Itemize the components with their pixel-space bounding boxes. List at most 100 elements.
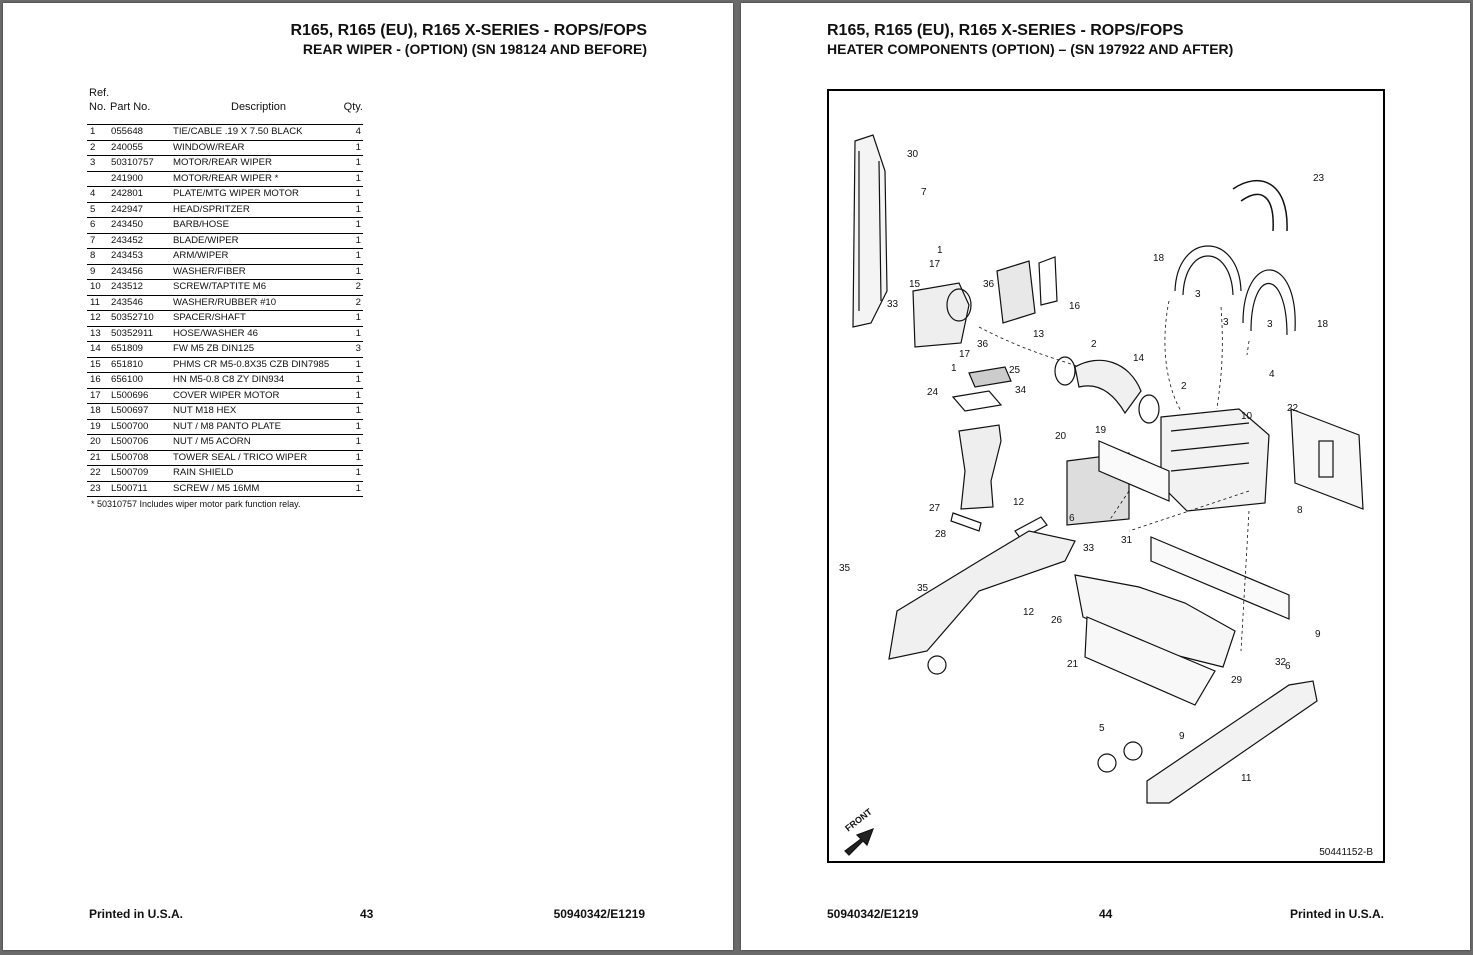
description-cell: TIE/CABLE .19 X 7.50 BLACK: [173, 126, 303, 137]
callout-label: 7: [921, 187, 927, 198]
callout-label: 3: [1223, 317, 1229, 328]
housing-part-15: [912, 282, 970, 348]
callout-label: 2: [1181, 381, 1187, 392]
ref-cell: 2: [90, 141, 96, 153]
callout-label: 20: [1055, 431, 1067, 442]
ref-cell: 15: [90, 358, 101, 370]
callout-label: 22: [1287, 403, 1299, 414]
callout-label: 9: [1179, 731, 1185, 742]
description-cell: MOTOR/REAR WIPER: [173, 157, 272, 168]
qty-cell: 1: [355, 250, 361, 261]
ref-cell: 4: [90, 188, 96, 199]
description-cell: WINDOW/REAR: [173, 141, 245, 153]
callout-label: 35: [917, 583, 929, 594]
heater-core-part-10: [1160, 408, 1270, 512]
qty-cell: 1: [355, 312, 361, 323]
callout-label: 6: [1285, 661, 1291, 672]
description-cell: FW M5 ZB DIN125: [173, 343, 255, 354]
ref-cell: 8: [90, 250, 96, 261]
callout-label: 5: [1099, 723, 1105, 734]
right-footer-printed: Printed in U.S.A.: [1289, 907, 1384, 921]
duct-part-30: [852, 134, 888, 328]
hose-part-18-right: [1242, 269, 1296, 336]
callout-label: 21: [1067, 659, 1079, 670]
qty-cell: 1: [355, 374, 361, 385]
intake-part-27: [958, 424, 1002, 510]
part-number-cell: 651810: [111, 358, 144, 370]
ref-cell: 13: [90, 327, 101, 339]
callout-label: 35: [839, 563, 851, 574]
description-cell: BARB/HOSE: [173, 219, 229, 230]
ref-cell: 22: [90, 467, 101, 478]
callout-label: 4: [1269, 369, 1275, 380]
callout-label: 15: [909, 279, 921, 290]
ref-cell: 16: [90, 374, 101, 385]
ref-cell: 9: [90, 265, 96, 277]
description-cell: ARM/WIPER: [173, 250, 229, 261]
hose-part-18-left: [1174, 245, 1242, 296]
callout-label: 18: [1153, 253, 1165, 264]
left-page-title: R165, R165 (EU), R165 X-SERIES - ROPS/FO…: [290, 22, 647, 39]
callout-label: 17: [929, 259, 941, 270]
callout-label: 19: [1095, 425, 1107, 436]
part-number-cell: 242801: [111, 188, 144, 199]
description-cell: TOWER SEAL / TRICO WIPER: [173, 451, 308, 463]
ref-cell: 3: [90, 157, 96, 168]
part-number-cell: 241900: [111, 172, 144, 184]
callout-label: 31: [1121, 535, 1133, 546]
left-footer-page-number: 43: [360, 907, 374, 921]
part-number-cell: 656100: [111, 374, 144, 385]
callout-label: 12: [1013, 497, 1025, 508]
callout-label: 33: [1083, 543, 1095, 554]
ref-header-line1: Ref.: [89, 87, 110, 99]
part-number-cell: 50352710: [111, 312, 154, 323]
description-cell: HN M5-0.8 C8 ZY DIN934: [173, 374, 285, 385]
ref-cell: 1: [90, 126, 96, 137]
qty-cell: 1: [355, 420, 361, 432]
ref-cell: 18: [90, 405, 101, 416]
callout-label: 3: [1267, 319, 1273, 330]
part-number-cell: 50352911: [111, 327, 153, 339]
qty-cell: 3: [355, 343, 361, 354]
left-page-subtitle: REAR WIPER - (OPTION) (SN 198124 AND BEF…: [302, 41, 647, 57]
callout-label: 32: [1275, 657, 1287, 668]
callout-label: 2: [1091, 339, 1097, 350]
callout-label: 34: [1015, 385, 1027, 396]
callout-label: 11: [1241, 773, 1252, 784]
hose-part-23: [1232, 180, 1288, 232]
left-page: R165, R165 (EU), R165 X-SERIES - ROPS/FO…: [3, 3, 733, 950]
ref-cell: 5: [90, 203, 96, 215]
callout-label: 23: [1313, 173, 1325, 184]
qty-cell: 1: [355, 234, 361, 246]
left-page-header: R165, R165 (EU), R165 X-SERIES - ROPS/FO…: [290, 22, 647, 57]
ref-cell: 19: [90, 420, 101, 432]
sheet-part-21: [1084, 616, 1216, 706]
callout-label: 27: [929, 503, 941, 514]
description-cell: SCREW/TAPTITE M6: [173, 281, 267, 292]
description-cell: NUT / M5 ACORN: [173, 436, 251, 447]
callout-label: 36: [983, 279, 995, 290]
qty-cell: 2: [355, 281, 361, 292]
description-cell: WASHER/RUBBER #10: [173, 296, 277, 308]
ref-cell: 6: [90, 219, 96, 230]
fan-part-9-lower-a: [1097, 753, 1117, 773]
qty-cell: 1: [355, 157, 361, 168]
qty-cell: 1: [355, 141, 361, 153]
callout-label: 36: [977, 339, 989, 350]
bracket-part-16: [1038, 256, 1058, 306]
table-bottom-rule: [87, 496, 363, 497]
callout-label: 24: [927, 387, 939, 398]
qty-cell: 1: [355, 188, 361, 199]
